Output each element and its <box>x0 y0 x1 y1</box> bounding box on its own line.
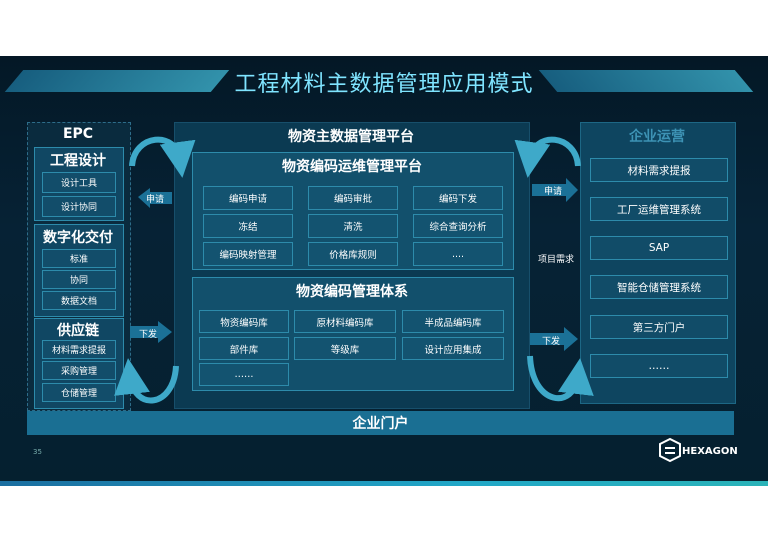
epc-item-docs: 数据文档 <box>42 291 116 310</box>
enterprise-panel <box>580 122 736 404</box>
page-title: 工程材料主数据管理应用模式 <box>234 72 534 97</box>
left-issue-label: 下发 <box>138 330 157 340</box>
system-cell-design-integration: 设计应用集成 <box>402 337 504 360</box>
left-cycle-bottom-arc <box>114 358 179 404</box>
right-cycle-bottom-arc <box>527 355 594 402</box>
enterprise-item-smart-warehouse: 智能仓储管理系统 <box>590 275 728 299</box>
ops-cell-apply: 编码申请 <box>203 186 293 210</box>
flow-arrows <box>114 136 594 404</box>
epc-group-supply <box>34 318 124 409</box>
ops-cell-issue: 编码下发 <box>413 186 503 210</box>
enterprise-item-more: …… <box>590 354 728 378</box>
ops-cell-more: .... <box>413 242 503 266</box>
left-cycle-top-arc <box>129 136 196 178</box>
ops-cell-query: 综合查询分析 <box>413 214 503 238</box>
platform-title: 物资主数据管理平台 <box>288 129 414 145</box>
enterprise-item-third-party-portal: 第三方门户 <box>590 315 728 339</box>
page-number: 35 <box>33 448 42 456</box>
right-apply-label: 申请 <box>543 187 562 197</box>
epc-group-design-title: 工程设计 <box>50 153 106 169</box>
system-panel <box>192 277 514 391</box>
ops-title: 物资编码运维管理平台 <box>282 159 422 175</box>
right-apply-arrow-shape <box>532 178 578 202</box>
system-cell-parts-lib: 部件库 <box>199 337 289 360</box>
epc-item-standard: 标准 <box>42 249 116 268</box>
left-issue-arrow-shape <box>130 321 172 343</box>
epc-item-design-collab: 设计协同 <box>42 196 116 217</box>
ops-cell-freeze: 冻结 <box>203 214 293 238</box>
system-cell-raw-lib: 原材料编码库 <box>294 310 396 333</box>
ops-cell-mapping: 编码映射管理 <box>203 242 293 266</box>
project-demand-label: 项目需求 <box>537 255 574 265</box>
system-cell-material-lib: 物资编码库 <box>199 310 289 333</box>
ops-cell-clean: 清洗 <box>308 214 398 238</box>
enterprise-portal-bar: 企业门户 <box>27 411 734 435</box>
right-issue-arrow-shape <box>530 327 578 351</box>
system-cell-more: …… <box>199 363 289 386</box>
ops-cell-price-rules: 价格库规则 <box>308 242 398 266</box>
enterprise-item-plant-ops: 工厂运维管理系统 <box>590 197 728 221</box>
system-cell-semi-lib: 半成品编码库 <box>402 310 504 333</box>
epc-group-delivery-title: 数字化交付 <box>43 230 113 246</box>
epc-header: EPC <box>62 126 94 142</box>
epc-group-supply-title: 供应链 <box>57 323 99 339</box>
ops-panel <box>192 152 514 270</box>
left-apply-arrow-shape <box>138 188 172 208</box>
system-cell-grade-lib: 等级库 <box>294 337 396 360</box>
right-cycle-top-arc <box>514 136 581 178</box>
epc-item-collab: 协同 <box>42 270 116 289</box>
ops-cell-approve: 编码审批 <box>308 186 398 210</box>
enterprise-item-material-request: 材料需求提报 <box>590 158 728 182</box>
left-apply-label: 申请 <box>145 195 164 205</box>
epc-group-design <box>34 147 124 221</box>
epc-item-design-tools: 设计工具 <box>42 172 116 193</box>
enterprise-item-sap: SAP <box>590 236 728 260</box>
slide: 工程材料主数据管理应用模式 EPC 工程设计 设计工具 设计协同 数字化交付 标… <box>0 56 768 486</box>
enterprise-header: 企业运营 <box>629 129 685 145</box>
epc-item-material-request: 材料需求提报 <box>42 340 116 359</box>
bottom-accent-line <box>0 481 768 486</box>
right-issue-label: 下发 <box>541 337 560 347</box>
system-title: 物资编码管理体系 <box>296 284 408 300</box>
brand-name: HEXAGON <box>682 446 738 457</box>
